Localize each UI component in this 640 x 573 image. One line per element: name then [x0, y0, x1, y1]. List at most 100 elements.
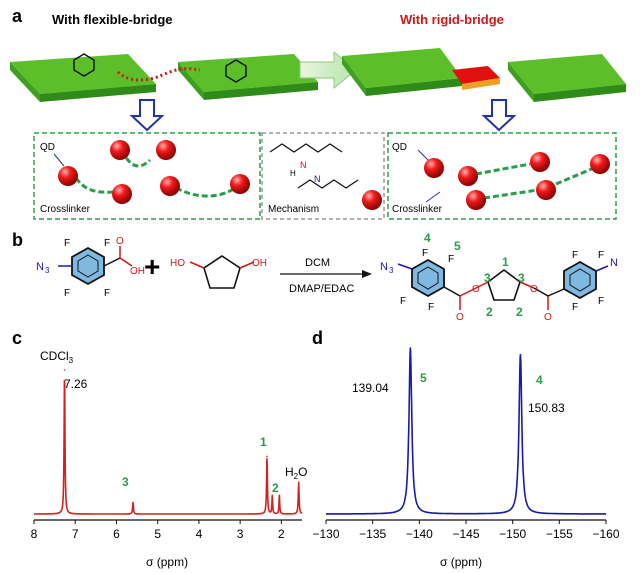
rigid-bridge: [452, 66, 500, 90]
quantum-dot: [58, 140, 250, 204]
spectrum-trace: [326, 348, 606, 515]
position-label-1: 1: [502, 255, 509, 269]
ester-o: O: [530, 284, 538, 295]
inset-right: [387, 132, 617, 220]
peak-mark: [409, 347, 412, 349]
peak-label-1: 1: [260, 435, 267, 449]
azide-n: N: [36, 261, 44, 273]
slab-right-2: [508, 54, 626, 102]
inset-mid: [261, 132, 385, 220]
panel-d-label: d: [312, 328, 323, 348]
fluorine-label: F: [598, 250, 604, 261]
qd-pointer-arrow: [53, 153, 65, 167]
position-label-3: 3: [518, 271, 525, 285]
panel-b: b N 3 F F F F O OH + HO OH DCM DMAP/: [12, 230, 618, 323]
fluorine-label: F: [104, 288, 110, 299]
peak-label-2: 2: [272, 481, 279, 495]
title-rigid-bridge: With rigid-bridge: [400, 12, 504, 27]
ester-o: O: [472, 284, 480, 295]
azide-n-sub: 3: [45, 266, 50, 275]
inset-left-qd-label: QD: [40, 142, 55, 153]
quantum-dot: [424, 152, 610, 210]
peak-mark: [278, 494, 281, 497]
slab-right-1: [342, 48, 462, 96]
inset-left-crosslinker-label: Crosslinker: [40, 204, 91, 215]
x-tick-label: −155: [546, 527, 573, 541]
crosslinker-links: [475, 162, 595, 200]
nmr-19f-chart: −130 −135 −140 −145 −150 −155 −160: [312, 347, 620, 541]
x-tick-label: −150: [499, 527, 526, 541]
acid-oh: OH: [130, 266, 145, 277]
flexible-bridge: [116, 67, 201, 82]
peak-mark: [63, 369, 66, 371]
fluorine-label: F: [428, 302, 434, 313]
position-label-5: 5: [454, 239, 461, 253]
x-tick-label: −140: [406, 527, 433, 541]
inset-right-qd-label: QD: [392, 142, 407, 153]
crosslinker-links: [74, 149, 239, 198]
panel-c-label: c: [12, 328, 22, 348]
peak-value-5: 139.04: [352, 381, 389, 395]
qd-pointer-arrow: [417, 149, 429, 161]
fluorine-label: F: [400, 296, 406, 307]
diol-ho: HO: [170, 258, 185, 269]
inset-mid-caption: Mechanism: [268, 204, 319, 215]
peak-label-5: 5: [420, 371, 427, 385]
inset-right-crosslinker-label: Crosslinker: [392, 204, 443, 215]
mechanism-n-top: N: [300, 160, 307, 170]
x-tick-label: 2: [278, 527, 285, 541]
fluorine-label: F: [422, 248, 428, 259]
product-azide-n: N: [380, 261, 388, 273]
product-molecule: [397, 258, 609, 310]
fluorine-label: F: [448, 254, 454, 265]
x-tick-label: −135: [359, 527, 386, 541]
peak-mark: [297, 481, 300, 484]
mechanism-chain: [269, 143, 359, 189]
solvent-shift: 7.26: [64, 377, 88, 391]
fluorine-label: F: [598, 296, 604, 307]
plus-sign: +: [144, 251, 160, 282]
x-tick-label: −130: [312, 527, 339, 541]
x-tick-label: 4: [196, 527, 203, 541]
x-tick-label: 3: [237, 527, 244, 541]
fluorine-label: F: [104, 238, 110, 249]
reactant-azide-ring: [58, 246, 133, 286]
x-tick-label: 7: [72, 527, 79, 541]
panel-d: d −130−135−140−145−150−155−160 139.04 5 …: [312, 328, 620, 569]
position-label-2: 2: [516, 305, 523, 319]
peak-mark: [266, 455, 268, 458]
panel-a: a With flexible-bridge With rigid-bridge: [10, 6, 626, 220]
slab-left-1: [10, 54, 156, 102]
x-tick-label: −160: [592, 527, 619, 541]
x-axis-title: σ (ppm): [440, 555, 482, 569]
x-tick-label: 6: [113, 527, 120, 541]
panel-b-label: b: [12, 230, 23, 250]
panel-a-label: a: [12, 6, 23, 26]
reagent-top: DCM: [305, 257, 330, 269]
mechanism-h: H: [290, 169, 296, 178]
position-label-2: 2: [486, 305, 493, 319]
carbonyl-o: O: [456, 312, 464, 323]
carbonyl-o: O: [544, 312, 552, 323]
x-tick-label: 8: [31, 527, 38, 541]
peak-label-3: 3: [122, 475, 129, 489]
peak-mark: [271, 494, 274, 497]
diol-oh: OH: [252, 258, 267, 269]
x-axis-title: σ (ppm): [146, 555, 188, 569]
position-label-3: 3: [484, 271, 491, 285]
product-azide-n-right: N: [610, 257, 618, 269]
fluorine-label: F: [572, 250, 578, 261]
fluorine-label: F: [572, 302, 578, 313]
quantum-dot: [362, 190, 382, 210]
spectrum-trace: [34, 380, 303, 515]
peak-value-4: 150.83: [528, 401, 565, 415]
position-label-4: 4: [424, 231, 431, 245]
water-label: H2O: [285, 465, 307, 481]
crosslinker-pointer-arrow: [425, 191, 441, 203]
peak-mark: [519, 353, 522, 356]
peak-label-4: 4: [536, 373, 543, 387]
x-tick-label: −145: [452, 527, 479, 541]
